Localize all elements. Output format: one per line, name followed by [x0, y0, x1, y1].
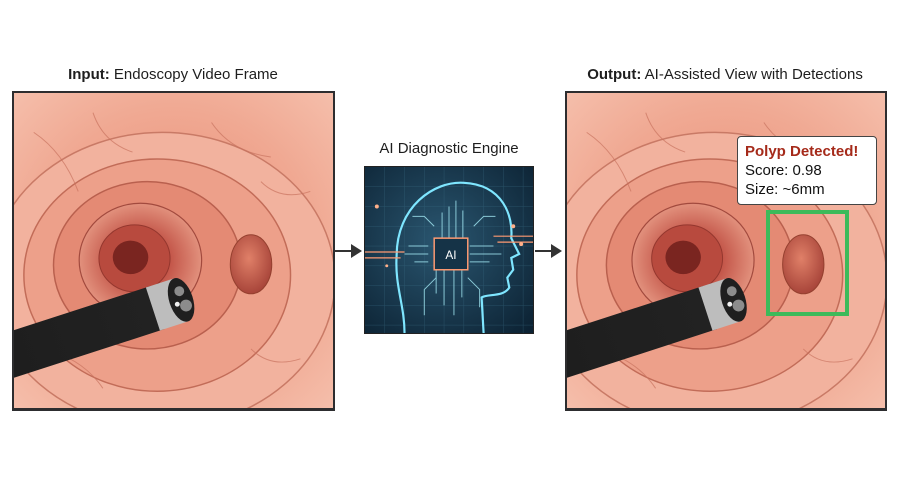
input-caption-bold: Input:: [68, 66, 110, 83]
detection-label: Polyp Detected! Score: 0.98 Size: ~6mm: [737, 136, 877, 205]
detection-score: Score: 0.98: [745, 162, 822, 179]
ai-engine-image: AI: [364, 166, 534, 334]
chip-icon: [433, 237, 469, 271]
colon-lumen-image: [567, 93, 885, 408]
input-endoscopy-frame: [12, 91, 335, 411]
input-caption: Input: Endoscopy Video Frame: [12, 66, 334, 83]
endoscope: [567, 278, 747, 387]
polyp: [229, 234, 273, 295]
endoscope: [14, 278, 195, 387]
colon-lumen-image: [14, 93, 333, 408]
arrow-right-icon: [335, 244, 362, 258]
chip-label: AI: [445, 248, 456, 262]
polyp: [782, 234, 825, 295]
output-caption: Output: AI-Assisted View with Detections: [560, 66, 890, 83]
detection-size: Size: ~6mm: [745, 181, 825, 198]
detection-title: Polyp Detected!: [745, 143, 859, 160]
output-caption-text: AI-Assisted View with Detections: [641, 66, 863, 83]
head-outline: [395, 181, 521, 333]
arrow-right-icon: [535, 244, 562, 258]
output-caption-bold: Output:: [587, 66, 642, 83]
input-caption-text: Endoscopy Video Frame: [109, 66, 278, 83]
detection-bounding-box: [766, 210, 849, 316]
output-detection-frame: [565, 91, 887, 411]
engine-title: AI Diagnostic Engine: [379, 140, 519, 157]
